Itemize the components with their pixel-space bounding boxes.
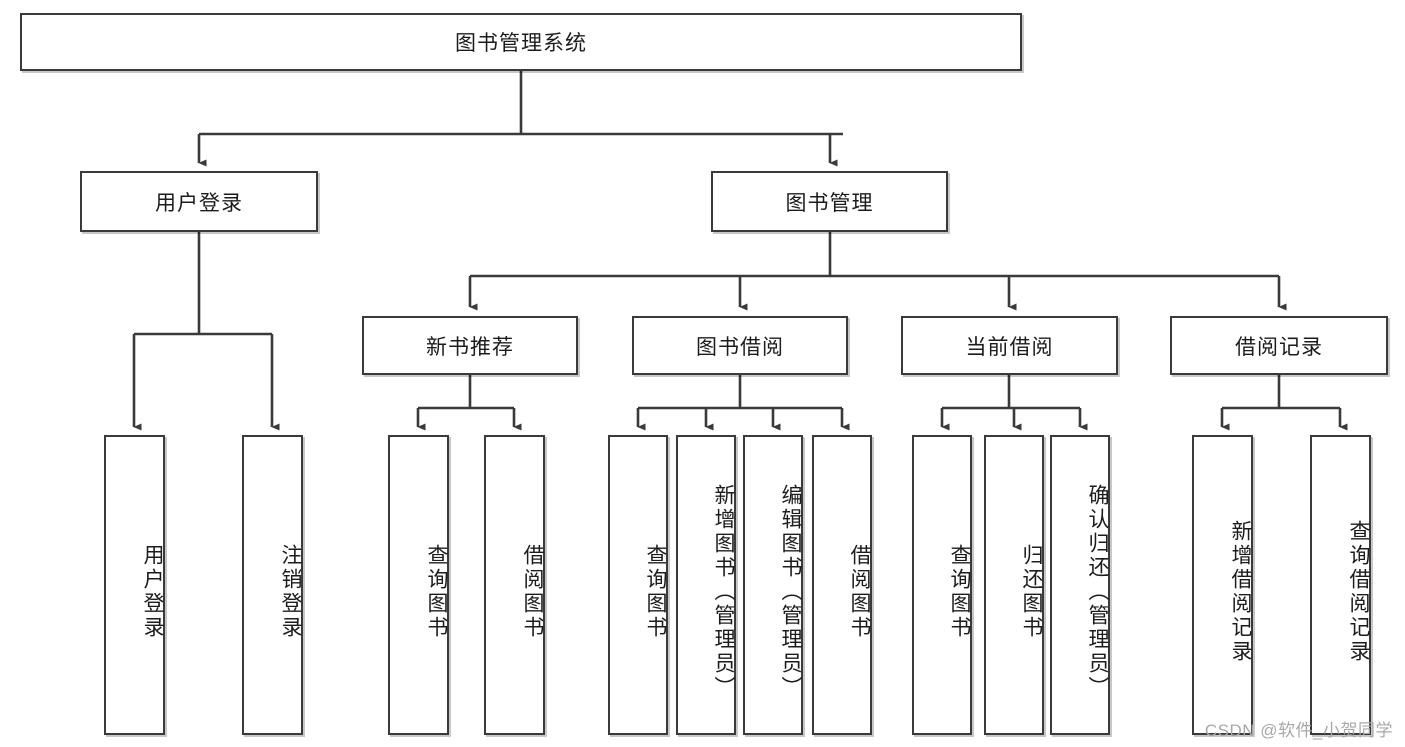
node-leaf-query-record[interactable]: 查询借阅记录 [1310, 435, 1371, 735]
node-leaf-user-login[interactable]: 用户登录 [104, 435, 165, 735]
node-leaf-return-book-label: 归还图书 [1020, 544, 1043, 640]
node-root-label: 图书管理系统 [455, 32, 587, 55]
node-leaf-query-record-label: 查询借阅记录 [1347, 520, 1370, 664]
node-user-login-label: 用户登录 [155, 191, 243, 215]
node-borrow-record-label: 借阅记录 [1235, 335, 1323, 359]
node-user-login[interactable]: 用户登录 [80, 171, 318, 232]
node-leaf-borrow-book-bb[interactable]: 借阅图书 [812, 435, 872, 735]
node-leaf-user-login-label: 用户登录 [141, 544, 164, 640]
watermark-text: CSDN @软件_小贺同学 [1204, 721, 1393, 740]
node-leaf-query-book-rec-label: 查询图书 [425, 544, 448, 640]
node-new-book-rec[interactable]: 新书推荐 [362, 316, 578, 375]
node-current-borrow-label: 当前借阅 [965, 335, 1054, 359]
node-leaf-edit-book-label: 编辑图书（管理员） [779, 484, 802, 700]
node-leaf-query-book-cb[interactable]: 查询图书 [912, 435, 972, 735]
node-new-book-rec-label: 新书推荐 [426, 335, 514, 359]
node-leaf-query-book-bb[interactable]: 查询图书 [608, 435, 668, 735]
node-current-borrow[interactable]: 当前借阅 [901, 316, 1118, 375]
node-book-manage-label: 图书管理 [785, 191, 874, 215]
node-book-borrow[interactable]: 图书借阅 [632, 316, 848, 375]
node-leaf-query-book-bb-label: 查询图书 [644, 544, 667, 640]
node-leaf-borrow-book-rec-label: 借阅图书 [521, 544, 544, 640]
node-leaf-logout-label: 注销登录 [279, 544, 302, 640]
node-book-borrow-label: 图书借阅 [696, 335, 784, 359]
node-leaf-add-book[interactable]: 新增图书（管理员） [676, 435, 736, 735]
node-leaf-borrow-book-rec[interactable]: 借阅图书 [484, 435, 545, 735]
node-book-manage[interactable]: 图书管理 [711, 171, 948, 232]
node-leaf-confirm-return-label: 确认归还（管理员） [1086, 484, 1109, 700]
node-leaf-borrow-book-bb-label: 借阅图书 [848, 544, 871, 640]
node-leaf-query-book-rec[interactable]: 查询图书 [388, 435, 449, 735]
node-leaf-add-record[interactable]: 新增借阅记录 [1192, 435, 1253, 735]
node-leaf-confirm-return[interactable]: 确认归还（管理员） [1050, 435, 1110, 735]
node-leaf-add-record-label: 新增借阅记录 [1229, 520, 1252, 664]
node-leaf-return-book[interactable]: 归还图书 [984, 435, 1044, 735]
node-root[interactable]: 图书管理系统 [20, 13, 1022, 71]
node-leaf-logout[interactable]: 注销登录 [242, 435, 303, 735]
node-leaf-edit-book[interactable]: 编辑图书（管理员） [743, 435, 803, 735]
node-leaf-add-book-label: 新增图书（管理员） [712, 484, 735, 700]
node-borrow-record[interactable]: 借阅记录 [1170, 316, 1388, 375]
node-leaf-query-book-cb-label: 查询图书 [948, 544, 971, 640]
